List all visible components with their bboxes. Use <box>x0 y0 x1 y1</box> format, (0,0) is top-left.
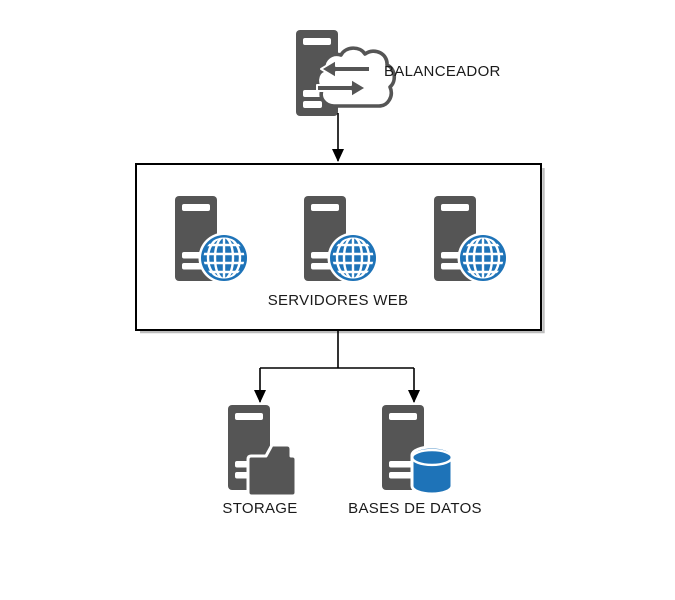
web-servers-node: SERVIDORES WEB <box>135 163 545 334</box>
arrow-left-icon <box>320 59 371 79</box>
database-node: BASES DE DATOS <box>348 405 482 517</box>
balancer-label: BALANCEADOR <box>384 63 501 80</box>
edge-branch-lines <box>260 331 414 369</box>
cloud-icon <box>315 46 397 108</box>
folder-icon <box>246 443 298 498</box>
arrow-right-icon <box>316 78 367 98</box>
database-cylinder-icon <box>410 445 454 496</box>
storage-node: STORAGE <box>222 405 298 517</box>
storage-label: STORAGE <box>222 500 297 517</box>
balancer-node: BALANCEADOR <box>296 30 501 116</box>
database-label: BASES DE DATOS <box>348 500 482 517</box>
web-servers-label: SERVIDORES WEB <box>268 292 409 309</box>
box-shadow <box>140 168 545 334</box>
